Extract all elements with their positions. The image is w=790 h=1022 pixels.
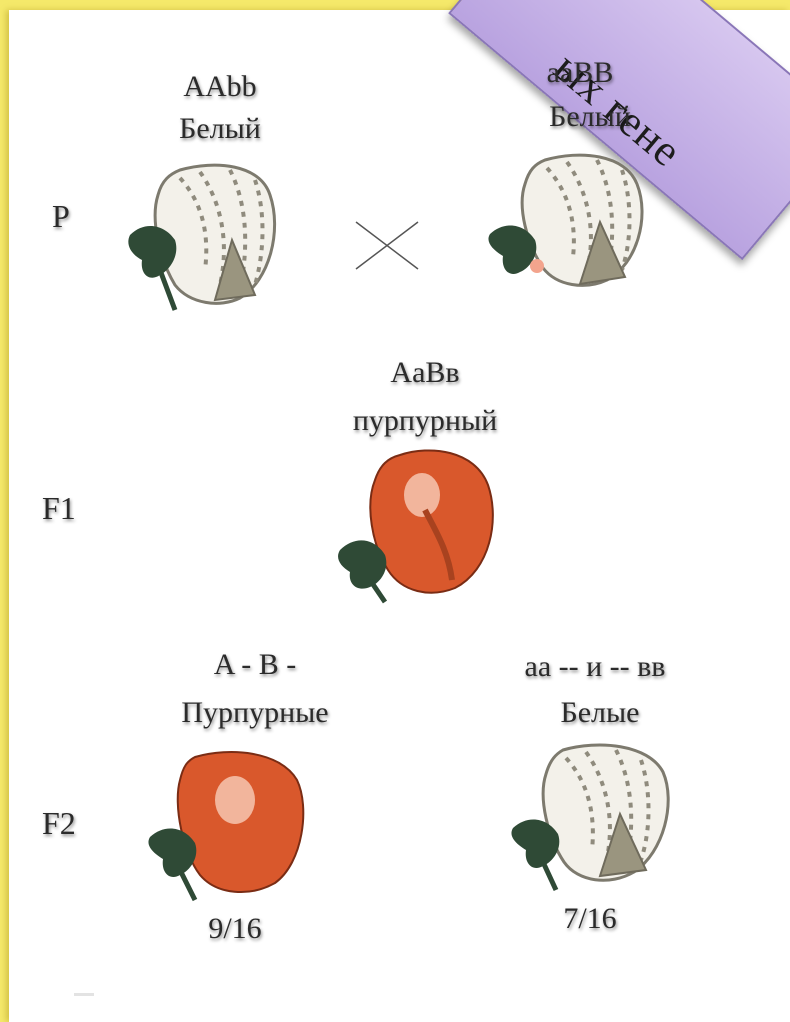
white-fruit-icon — [128, 163, 277, 311]
f2-right-ratio: 7/16 — [563, 902, 617, 935]
white-fruit-icon — [488, 153, 644, 287]
f2-left-genotype: A - B - — [213, 648, 297, 681]
f1-genotype: AaBв — [390, 356, 460, 389]
purple-fruit-icon — [148, 751, 305, 902]
parent-right-genotype: aaBB — [546, 56, 614, 89]
scan-smudge — [74, 993, 94, 996]
purple-fruit-icon — [338, 449, 494, 604]
parent-left-genotype: AAbb — [183, 70, 257, 103]
parent-right-phenotype: Белый — [549, 100, 631, 133]
f2-left-phenotype: Пурпурные — [181, 696, 329, 729]
f2-right-phenotype: Белые — [560, 696, 640, 729]
generation-p-label: P — [52, 198, 70, 234]
generation-f2-label: F2 — [42, 805, 76, 841]
generation-f1-label: F1 — [42, 490, 76, 526]
parent-left-phenotype: Белый — [179, 112, 261, 145]
f1-phenotype: пурпурный — [352, 404, 498, 437]
cross-icon — [355, 221, 419, 270]
f2-left-ratio: 9/16 — [208, 912, 262, 945]
f2-right-genotype: aa -- и -- вв — [524, 650, 666, 683]
white-fruit-icon — [511, 743, 670, 892]
